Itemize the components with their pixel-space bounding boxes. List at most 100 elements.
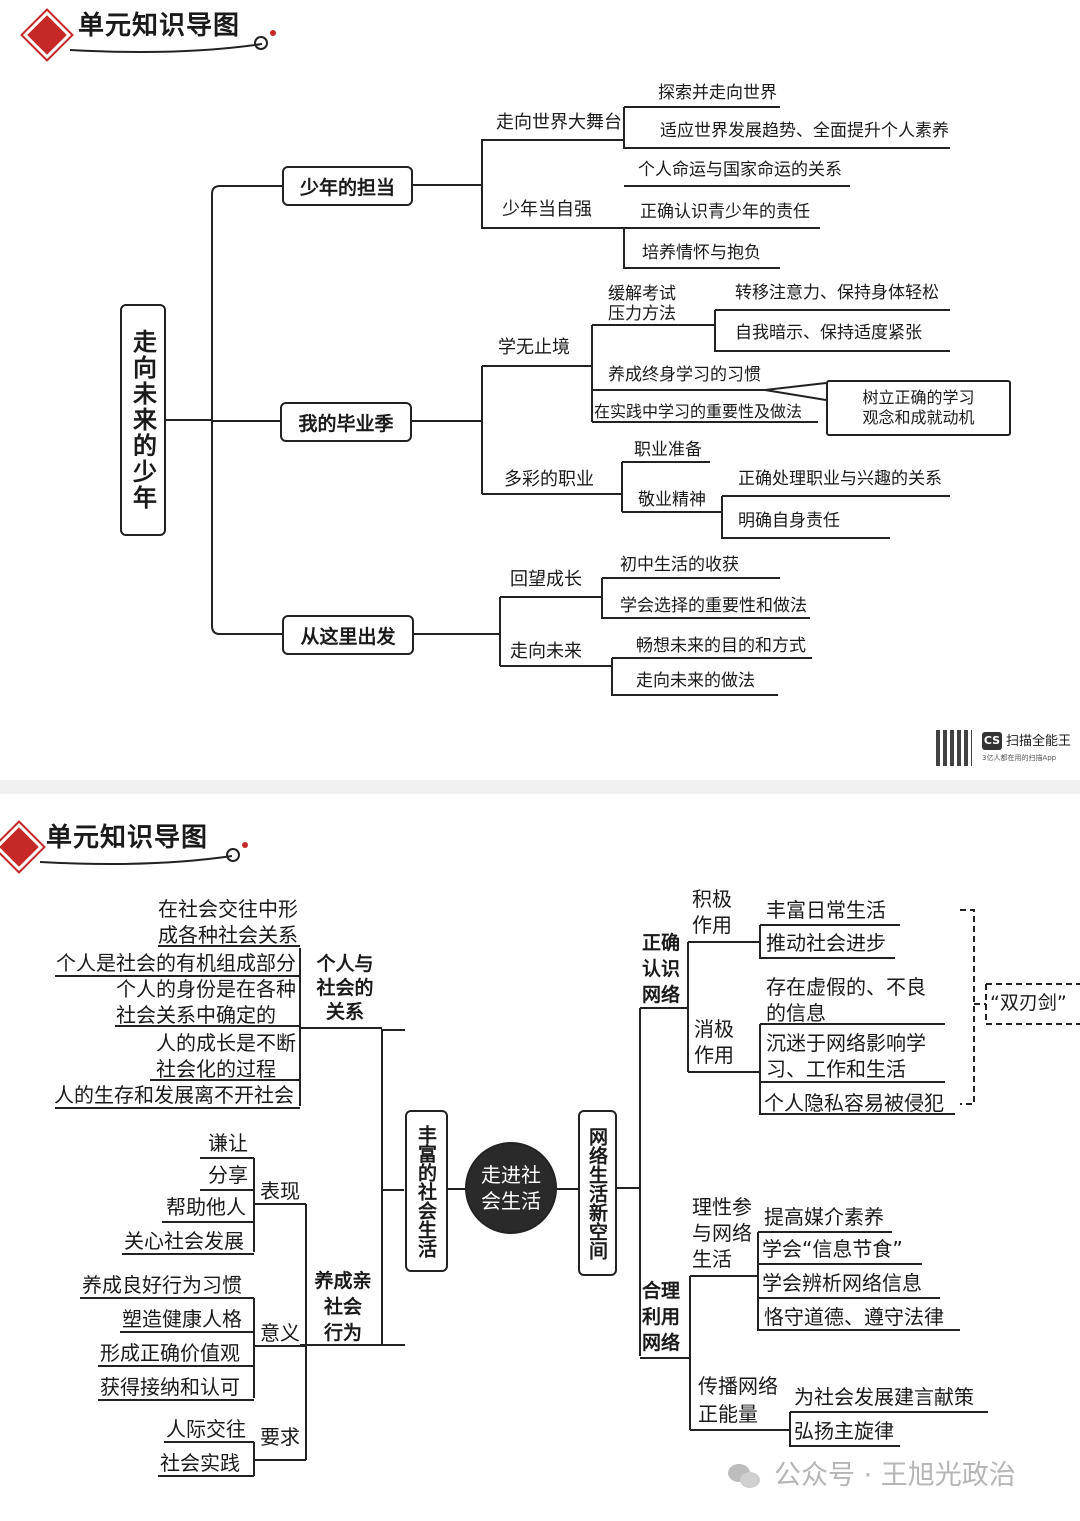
rel-item: 成各种社会关系 (158, 923, 298, 947)
rel-item: 在社会交往中形 (158, 897, 298, 921)
rel-item: 个人的身份是在各种 (116, 977, 296, 1001)
use-part-label: 理性参 与网络 生活 (692, 1194, 752, 1272)
wechat-icon (728, 1464, 762, 1490)
b3-item: 走向未来的做法 (636, 671, 755, 691)
b1-item: 培养情怀与抱负 (642, 243, 761, 263)
pro-title-line: 养成亲 (314, 1270, 372, 1292)
know-item: 个人隐私容易被侵犯 (764, 1091, 944, 1115)
rel-title-line: 关系 (325, 1001, 364, 1023)
know-item: 存在虚假的、不良 (766, 975, 926, 999)
scanner-tagline: 3亿人都在用的扫描App (982, 754, 1057, 762)
rel-item: 个人是社会的有机组成部分 (56, 951, 296, 975)
b3-item: 畅想未来的目的和方式 (636, 636, 806, 656)
know-item: 的信息 (766, 1001, 826, 1025)
header-title-bottom: 单元知识导图 (46, 823, 209, 853)
b2-item: 转移注意力、保持身体轻松 (735, 283, 939, 303)
pro-title-line: 社会 (323, 1296, 362, 1318)
map1-root: 走向未来的少年 (120, 304, 166, 536)
rel-title-line: 个人与 (316, 953, 374, 975)
pro-title: 养成亲 社会 行为 (308, 1268, 378, 1346)
center-line: 会生活 (481, 1189, 541, 1213)
know-neg-line: 消极 (694, 1017, 734, 1041)
pro-item: 谦让 (208, 1131, 248, 1155)
use-item: 恪守道德、遵守法律 (764, 1305, 944, 1329)
map1-branch-departure: 从这里出发 (282, 615, 414, 655)
b2-item: 敬业精神 (638, 490, 706, 510)
b2-sub-careers: 多彩的职业 (504, 469, 594, 490)
know-item: 推动社会进步 (766, 931, 886, 955)
use-spread-label: 传播网络 正能量 (698, 1372, 778, 1428)
b2-note-line: 树立正确的学习 (862, 388, 975, 407)
pro-item: 形成正确价值观 (100, 1341, 240, 1365)
pro-item: 获得接纳和认可 (100, 1375, 240, 1399)
use-spread-line: 传播网络 (698, 1374, 778, 1398)
center-node: 走进社 会生活 (466, 1143, 556, 1233)
know-pos-label: 积极 作用 (692, 886, 732, 938)
b1-sub-world-stage: 走向世界大舞台 (496, 112, 622, 133)
pro-show-label: 表现 (260, 1179, 300, 1203)
rel-title-line: 社会的 (316, 977, 374, 999)
pro-item: 人际交往 (166, 1417, 246, 1441)
qr-code-icon (936, 730, 972, 766)
header-dot-icon (270, 30, 276, 36)
b3-item: 学会选择的重要性和做法 (620, 596, 807, 616)
b2-item: 自我暗示、保持适度紧张 (735, 323, 922, 343)
b2-relief-label: 缓解考试 (608, 284, 676, 304)
left-main-node: 丰富的社会生活 (405, 1110, 448, 1272)
header-ring-icon (254, 36, 268, 50)
rel-item: 人的生存和发展离不开社会 (54, 1083, 294, 1107)
know-item: 丰富日常生活 (766, 898, 886, 922)
map1-branch-responsibility: 少年的担当 (282, 166, 413, 206)
use-item: 为社会发展建言献策 (794, 1385, 974, 1409)
b2-sub-endless-learning: 学无止境 (498, 337, 570, 358)
cs-logo-icon: CS (982, 732, 1002, 750)
know-pos-line: 积极 (692, 887, 732, 911)
know-item: 沉迷于网络影响学 (766, 1031, 926, 1055)
b2-note-box: 树立正确的学习 观念和成就动机 (826, 380, 1011, 436)
b1-item: 适应世界发展趋势、全面提升个人素养 (660, 121, 949, 141)
pro-item: 关心社会发展 (124, 1229, 244, 1253)
pro-item: 帮助他人 (166, 1195, 246, 1219)
use-part-line: 生活 (692, 1247, 732, 1271)
know-title: 正确认识网络 (642, 932, 681, 1006)
use-title: 合理利用网络 (642, 1280, 681, 1354)
header-ring-icon (226, 848, 240, 862)
pro-item: 养成良好行为习惯 (82, 1273, 242, 1297)
pro-item: 塑造健康人格 (122, 1307, 242, 1331)
use-item: 学会辨析网络信息 (762, 1271, 922, 1295)
b2-item: 养成终身学习的习惯 (608, 365, 761, 385)
right-main-node: 网络生活新空间 (578, 1110, 617, 1276)
b1-item: 个人命运与国家命运的关系 (638, 160, 842, 180)
b2-relief-label: 压力方法 (608, 304, 676, 324)
use-item: 提高媒介素养 (764, 1205, 884, 1229)
rel-item: 社会化的过程 (156, 1057, 276, 1081)
rel-title: 个人与 社会的 关系 (310, 952, 380, 1024)
use-part-line: 与网络 (692, 1221, 752, 1245)
b2-item: 明确自身责任 (738, 511, 840, 531)
know-neg-line: 作用 (694, 1043, 734, 1067)
b3-sub-look-back: 回望成长 (510, 569, 582, 590)
b3-sub-future: 走向未来 (510, 641, 582, 662)
pro-item: 分享 (208, 1163, 248, 1187)
use-spread-line: 正能量 (698, 1402, 758, 1426)
pro-mean-label: 意义 (260, 1321, 300, 1345)
map1-branch-graduation: 我的毕业季 (280, 402, 412, 442)
b2-item: 职业准备 (634, 440, 702, 460)
sword-label: “双刃剑” (990, 992, 1067, 1014)
use-part-line: 理性参 (692, 1195, 752, 1219)
know-pos-line: 作用 (692, 913, 732, 937)
use-item: 弘扬主旋律 (794, 1419, 894, 1443)
b1-sub-self-strength: 少年当自强 (502, 199, 592, 220)
b2-note-line: 观念和成就动机 (862, 408, 975, 427)
b3-item: 初中生活的收获 (620, 555, 739, 575)
pro-title-line: 行为 (323, 1322, 362, 1344)
pro-req-label: 要求 (260, 1425, 300, 1449)
use-item: 学会“信息节食” (762, 1237, 903, 1261)
pro-item: 社会实践 (160, 1451, 240, 1475)
know-item: 习、工作和生活 (766, 1057, 906, 1081)
know-neg-label: 消极 作用 (694, 1016, 734, 1068)
b2-item: 在实践中学习的重要性及做法 (594, 402, 803, 421)
rel-item: 人的成长是不断 (156, 1031, 296, 1055)
center-line: 走进社 (481, 1163, 541, 1187)
